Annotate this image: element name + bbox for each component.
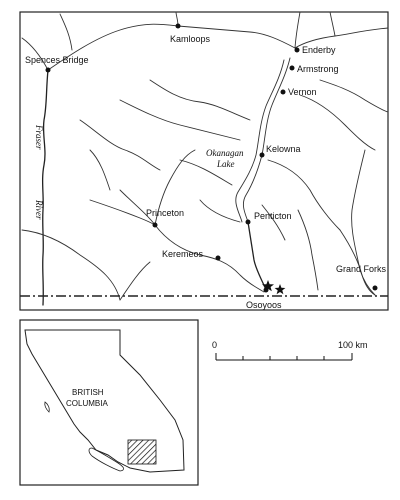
town-dot-princeton xyxy=(152,222,158,228)
kettle-river xyxy=(351,149,376,296)
town-vernon: Vernon xyxy=(280,87,317,97)
study-site-star-1 xyxy=(262,280,274,292)
vancouver-island xyxy=(88,447,124,472)
town-label-princeton: Princeton xyxy=(146,208,184,218)
town-label-vernon: Vernon xyxy=(288,87,317,97)
town-label-keremeos: Keremeos xyxy=(162,249,204,259)
central-creek-b xyxy=(149,79,251,121)
okanagan-river xyxy=(247,221,267,291)
town-grand-forks: Grand Forks xyxy=(336,264,387,291)
town-dot-kelowna xyxy=(259,152,265,158)
scale-end-label: 100 km xyxy=(338,340,368,350)
east-creek-a xyxy=(299,94,376,151)
tulameen-river xyxy=(89,199,156,226)
southwest-creek xyxy=(119,261,151,301)
town-princeton: Princeton xyxy=(146,208,184,228)
town-dot-armstrong xyxy=(289,65,295,71)
town-label-kamloops: Kamloops xyxy=(170,34,211,44)
scale-start-label: 0 xyxy=(212,340,217,350)
province-label-line1: BRITISH xyxy=(72,388,104,397)
main-map-frame xyxy=(19,11,389,311)
town-label-armstrong: Armstrong xyxy=(297,64,339,74)
town-dot-vernon xyxy=(280,89,286,95)
fraser-label-line1: Fraser xyxy=(34,124,44,150)
town-label-kelowna: Kelowna xyxy=(266,144,301,154)
town-label-osoyoos: Osoyoos xyxy=(246,300,282,310)
central-creek-e xyxy=(179,159,233,186)
town-kelowna: Kelowna xyxy=(259,144,301,158)
east-creek-c xyxy=(267,159,341,231)
study-area-hatch xyxy=(127,439,157,465)
east-creek-f xyxy=(261,204,286,241)
inset-map-frame xyxy=(19,319,199,486)
west-long-creek xyxy=(21,229,121,301)
province-label-line2: COLUMBIA xyxy=(66,399,108,408)
town-osoyoos: Osoyoos xyxy=(246,287,282,310)
princeton-north-creek xyxy=(154,149,196,226)
town-spences-bridge: Spences Bridge xyxy=(25,55,89,73)
east-creek-e xyxy=(297,209,319,291)
fraser-river xyxy=(41,69,49,306)
okanagan-lake-west-shore xyxy=(235,59,285,223)
town-dot-enderby xyxy=(294,47,300,53)
town-label-spences-bridge: Spences Bridge xyxy=(25,55,89,65)
fraser-label-line2: River xyxy=(34,199,44,220)
northeast-creek xyxy=(329,11,336,37)
central-creek-f xyxy=(199,199,241,223)
town-label-enderby: Enderby xyxy=(302,45,336,55)
town-dot-grand-forks xyxy=(372,285,378,291)
upper-stream xyxy=(294,11,301,49)
town-dot-keremeos xyxy=(215,255,221,261)
okanagan-lake-label-line2: Lake xyxy=(216,159,235,169)
west-tributary xyxy=(21,37,49,71)
town-enderby: Enderby xyxy=(294,45,336,55)
town-dot-spences-bridge xyxy=(45,67,51,73)
scale-bar: 0 100 km xyxy=(212,340,368,361)
central-creek-a xyxy=(119,99,241,141)
okanagan-lake-label-line1: Okanagan xyxy=(206,148,244,158)
northwest-stream xyxy=(59,13,73,51)
town-armstrong: Armstrong xyxy=(289,64,339,74)
town-keremeos: Keremeos xyxy=(162,249,221,261)
study-site-star-2 xyxy=(274,284,286,295)
town-dot-penticton xyxy=(245,219,251,225)
town-label-penticton: Penticton xyxy=(254,211,292,221)
town-penticton: Penticton xyxy=(245,211,292,225)
similkameen-river xyxy=(119,189,265,293)
haida-gwaii xyxy=(44,401,50,413)
east-creek-b xyxy=(319,79,389,113)
central-creek-d xyxy=(89,149,111,191)
town-kamloops: Kamloops xyxy=(170,23,211,44)
central-creek-c xyxy=(79,119,161,171)
town-label-grand-forks-1: Grand Forks xyxy=(336,264,387,274)
east-creek-d xyxy=(339,229,376,296)
okanagan-lake-east-shore xyxy=(243,57,291,223)
town-dot-kamloops xyxy=(175,23,181,29)
